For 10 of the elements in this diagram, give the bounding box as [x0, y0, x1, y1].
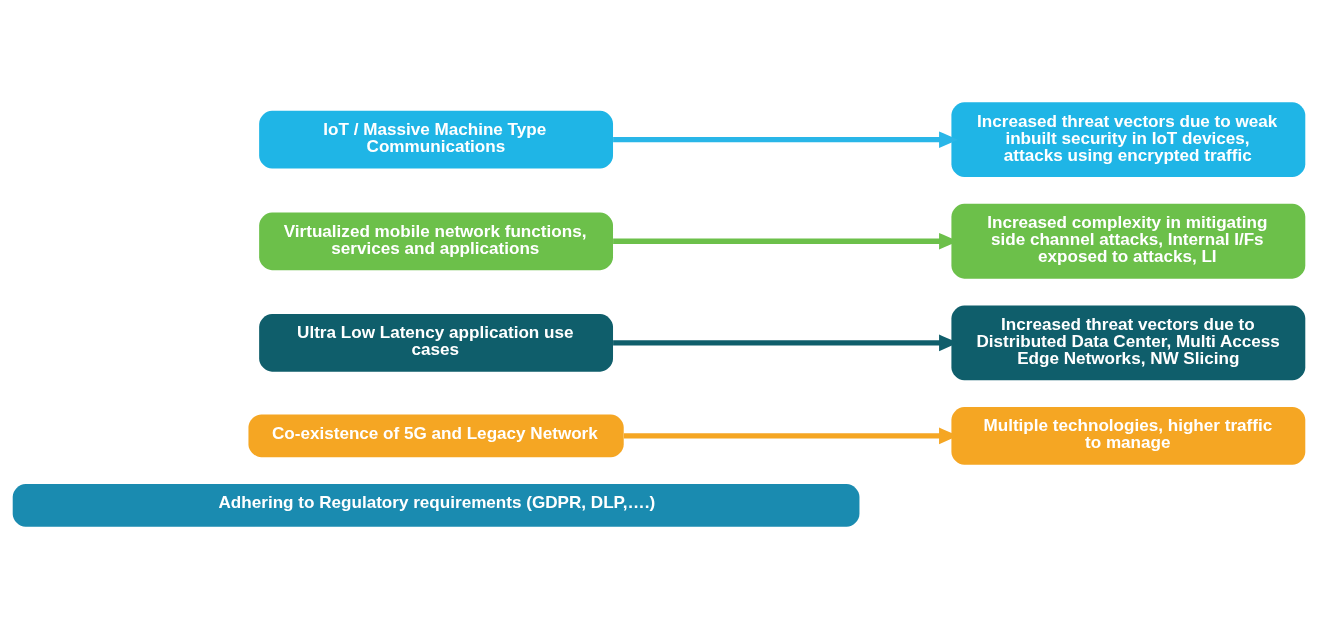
- node-box: Increased threat vectors due to weak inbuilt security in IoT devices, attacks using encrypted traffic: [951, 101, 1306, 177]
- node-box: Multiple technologies, higher traffic to manage: [951, 406, 1306, 465]
- node-box: Co-existence of 5G and Legacy Network: [248, 413, 624, 457]
- node-box: Increased threat vectors due to Distributed Data Center, Multi Access Edge Networks, NW Slicing: [951, 304, 1306, 380]
- node-box: Increased complexity in mitigating side channel attacks, Internal I/Fs exposed to attacks, LI: [951, 203, 1306, 279]
- node-box: Ultra Low Latency application use cases: [259, 313, 614, 372]
- arrow: [613, 130, 959, 148]
- node-box: IoT / Massive Machine Type Communications: [259, 110, 614, 169]
- node-box: Virtualized mobile network functions, services and applications: [259, 211, 614, 270]
- node-box: Adhering to Regulatory requirements (GDPR, DLP,….): [12, 483, 860, 527]
